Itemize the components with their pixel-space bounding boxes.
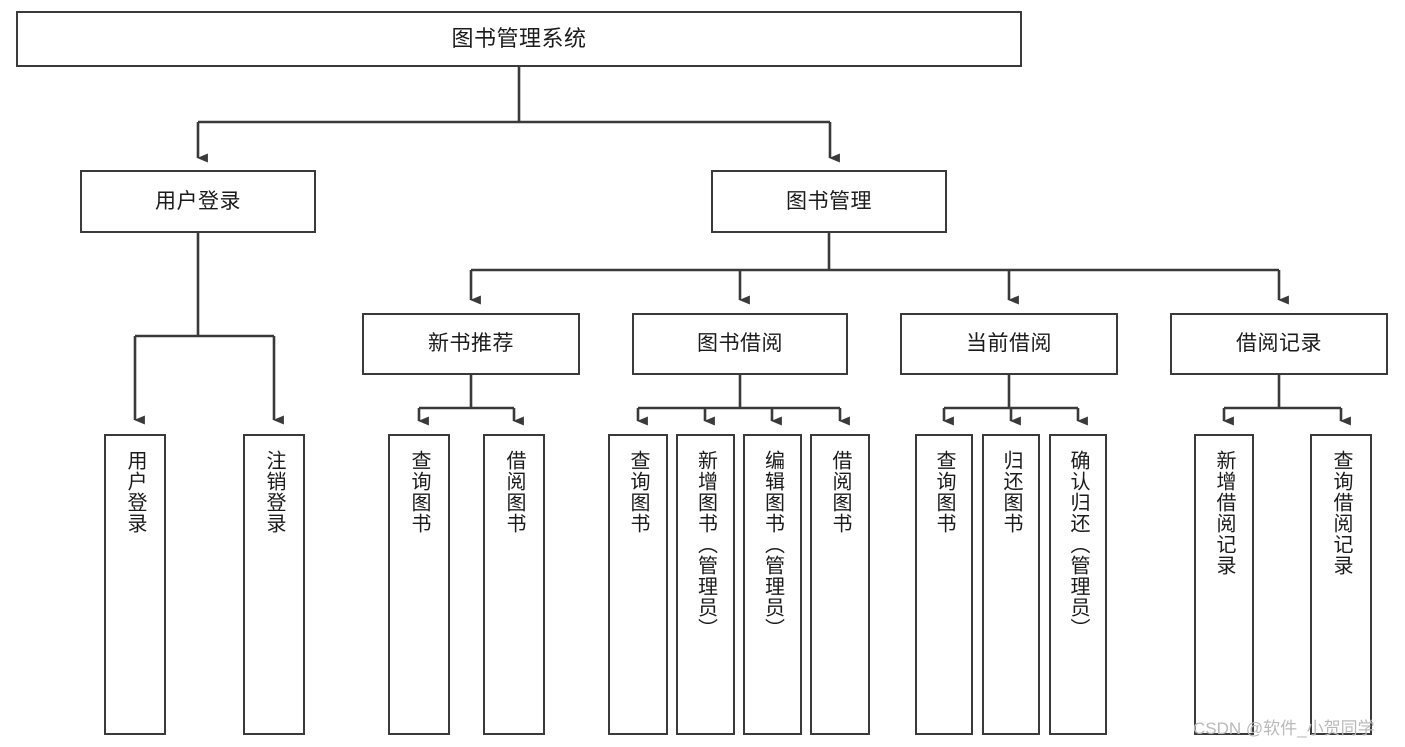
node-root-system[interactable]: 图书管理系统 [16,11,1022,67]
node-user-login-label: 用户登录 [155,189,241,213]
node-user-login[interactable]: 用户登录 [80,170,316,233]
leaf-query-book-3[interactable]: 查询图书 [915,434,973,735]
leaf-return-book[interactable]: 归还图书 [982,434,1040,735]
leaf-borrow-book-1[interactable]: 借阅图书 [483,434,545,735]
leaf-borrow-book-2-label: 借阅图书 [829,450,851,534]
node-current-borrowing[interactable]: 当前借阅 [900,313,1118,375]
leaf-add-borrow-record[interactable]: 新增借阅记录 [1194,434,1254,735]
node-root-system-label: 图书管理系统 [451,25,587,51]
leaf-edit-book[interactable]: 编辑图书（管理员） [743,434,802,735]
leaf-confirm-return-label: 确认归还（管理员） [1067,450,1089,639]
leaf-user-login[interactable]: 用户登录 [104,434,166,735]
leaf-query-book-2[interactable]: 查询图书 [608,434,668,735]
node-new-book-recommendation-label: 新书推荐 [428,332,514,356]
leaf-add-book-label: 新增图书（管理员） [694,450,717,639]
leaf-borrow-book-2[interactable]: 借阅图书 [810,434,870,735]
leaf-query-book-2-label: 查询图书 [627,450,649,534]
leaf-user-login-label: 用户登录 [124,450,146,534]
leaf-query-book-1[interactable]: 查询图书 [388,434,450,735]
leaf-add-book[interactable]: 新增图书（管理员） [676,434,735,735]
leaf-query-borrow-record-label: 查询借阅记录 [1330,450,1352,576]
leaf-logout[interactable]: 注销登录 [243,434,305,735]
node-borrow-record[interactable]: 借阅记录 [1170,313,1388,375]
leaf-confirm-return[interactable]: 确认归还（管理员） [1049,434,1107,735]
node-book-management[interactable]: 图书管理 [711,170,947,233]
node-new-book-recommendation[interactable]: 新书推荐 [362,313,580,375]
leaf-query-book-3-label: 查询图书 [933,450,955,534]
leaf-edit-book-label: 编辑图书（管理员） [761,450,784,639]
leaf-query-borrow-record[interactable]: 查询借阅记录 [1310,434,1372,735]
node-book-borrowing[interactable]: 图书借阅 [632,313,848,375]
node-book-borrowing-label: 图书借阅 [697,332,783,356]
node-current-borrowing-label: 当前借阅 [966,332,1052,356]
leaf-query-book-1-label: 查询图书 [408,450,430,534]
leaf-add-borrow-record-label: 新增借阅记录 [1213,450,1235,576]
leaf-logout-label: 注销登录 [263,450,285,534]
leaf-return-book-label: 归还图书 [1000,450,1022,534]
node-borrow-record-label: 借阅记录 [1236,332,1322,356]
node-book-management-label: 图书管理 [786,189,872,213]
leaf-borrow-book-1-label: 借阅图书 [503,450,525,534]
csdn-watermark: CSDN @软件_小贺同学 [1193,719,1375,738]
